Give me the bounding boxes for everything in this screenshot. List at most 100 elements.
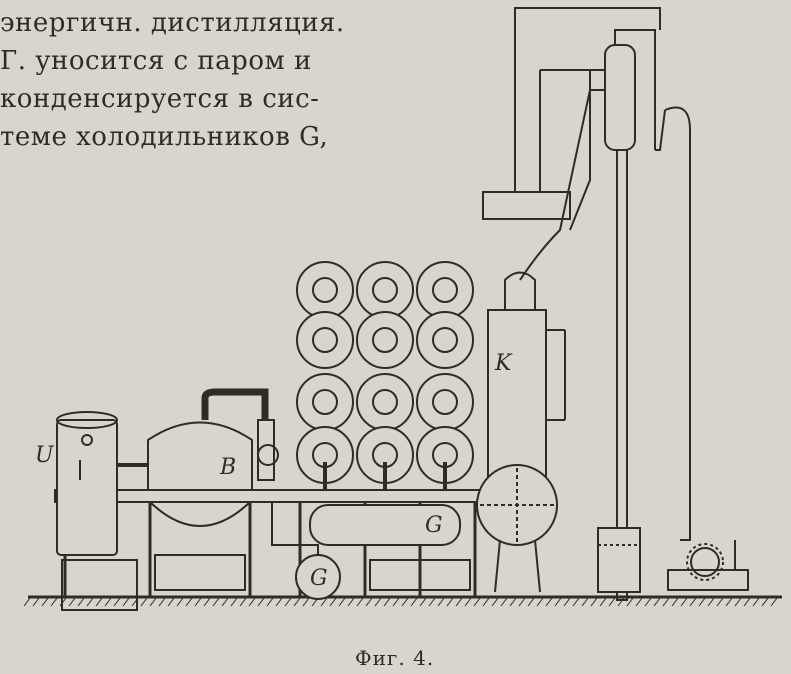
text-line: теме холодильников G, [0, 122, 329, 152]
ground-hatch [230, 597, 238, 607]
cooler-coil-inner [312, 389, 338, 415]
ground-hatch [680, 597, 688, 607]
cooler-coil-inner [372, 389, 398, 415]
ground-hatch [347, 597, 355, 607]
ground-hatch [50, 597, 58, 607]
cooler-coil-inner [312, 327, 338, 353]
cooler-coil [416, 311, 474, 369]
cooler-coil-inner [432, 389, 458, 415]
ground-hatch [32, 597, 40, 607]
ground-hatch [716, 597, 724, 607]
ground-hatch [95, 597, 103, 607]
ground-hatch [437, 597, 445, 607]
label-b: B [219, 455, 236, 480]
ground-hatch [725, 597, 733, 607]
label-g-tank: G [425, 513, 443, 538]
ground-hatch [572, 597, 580, 607]
ground-hatch [671, 597, 679, 607]
ground-hatch [563, 597, 571, 607]
ground-hatch [239, 597, 247, 607]
ground-hatch [383, 597, 391, 607]
ground-hatch [212, 597, 220, 607]
cooler-coil-inner [432, 277, 458, 303]
ground-hatch [392, 597, 400, 607]
ground-hatch [23, 597, 31, 607]
ground-hatch [473, 597, 481, 607]
ground-hatch [329, 597, 337, 607]
ground-hatch [599, 597, 607, 607]
ground-hatch [428, 597, 436, 607]
ground-hatch [635, 597, 643, 607]
ground-hatch [662, 597, 670, 607]
label-u: U [35, 443, 55, 468]
ground-hatch [707, 597, 715, 607]
ground-hatch [698, 597, 706, 607]
cooler-coil [356, 311, 414, 369]
ground-hatch [491, 597, 499, 607]
ground-hatch [257, 597, 265, 607]
ground-hatch [527, 597, 535, 607]
cooler-coil [356, 373, 414, 431]
ground-hatch [770, 597, 778, 607]
ground-hatch [293, 597, 301, 607]
ground-hatch [653, 597, 661, 607]
cooler-coil-inner [372, 327, 398, 353]
ground-hatch [734, 597, 742, 607]
cooler-coil [296, 311, 354, 369]
ground-hatch [338, 597, 346, 607]
ground-hatch [68, 597, 76, 607]
ground-hatch [122, 597, 130, 607]
ground-hatch [509, 597, 517, 607]
cooler-coil [356, 261, 414, 319]
ground-hatch [149, 597, 157, 607]
ground-hatch [626, 597, 634, 607]
cooler-coil [416, 261, 474, 319]
ground-hatch [500, 597, 508, 607]
ground-hatch [482, 597, 490, 607]
ground-hatch [365, 597, 373, 607]
cooler-coil-inner [312, 277, 338, 303]
cooler-coil [296, 261, 354, 319]
ground-hatch [464, 597, 472, 607]
ground-hatch [356, 597, 364, 607]
cooler-coil-inner [372, 277, 398, 303]
ground-hatch [176, 597, 184, 607]
ground-hatch [203, 597, 211, 607]
ground-hatch [221, 597, 229, 607]
ground-hatch [185, 597, 193, 607]
ground-hatch [419, 597, 427, 607]
ground-hatch [320, 597, 328, 607]
label-g-pump: G [310, 566, 328, 591]
ground-hatch [590, 597, 598, 607]
ground-hatch [581, 597, 589, 607]
ground-hatch [104, 597, 112, 607]
ground-hatch [455, 597, 463, 607]
cooler-coil-inner [432, 327, 458, 353]
text-line: энергичн. дистилляция. [0, 8, 345, 38]
ground-hatch [410, 597, 418, 607]
ground-hatch [536, 597, 544, 607]
ground-hatch [518, 597, 526, 607]
ground-hatch [113, 597, 121, 607]
cooler-coil [416, 373, 474, 431]
label-k: K [494, 351, 513, 376]
text-line: Г. уносится с паром и [0, 46, 312, 76]
ground-hatch [401, 597, 409, 607]
ground-hatch [689, 597, 697, 607]
body-text: энергичн. дистилляция. Г. уносится с пар… [0, 4, 470, 156]
ground-hatch [761, 597, 769, 607]
ground-hatch [608, 597, 616, 607]
ground-hatch [140, 597, 148, 607]
ground-hatch [275, 597, 283, 607]
text-line: конденсируется в сис- [0, 84, 320, 114]
ground-hatch [644, 597, 652, 607]
figure-caption: Фиг. 4. [355, 646, 435, 670]
ground-hatch [86, 597, 94, 607]
ground-hatch [248, 597, 256, 607]
ground-hatch [266, 597, 274, 607]
ground-hatch [284, 597, 292, 607]
ground-hatch [77, 597, 85, 607]
ground-hatch [158, 597, 166, 607]
ground-hatch [545, 597, 553, 607]
